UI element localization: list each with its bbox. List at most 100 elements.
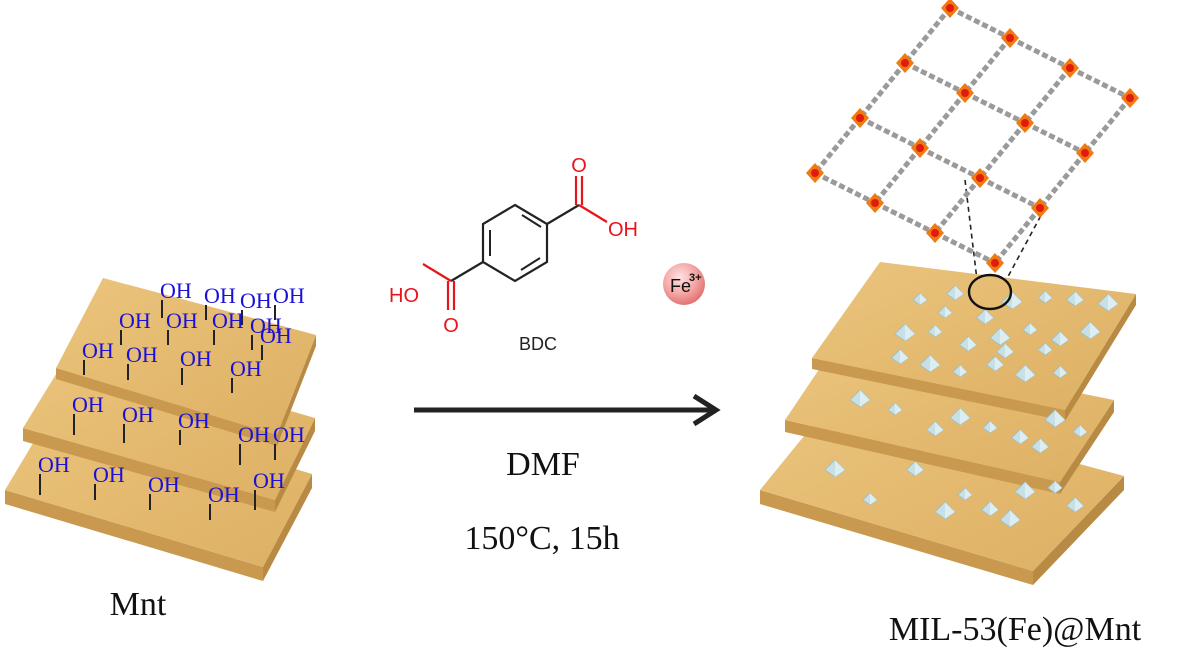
framework-link: [813, 170, 877, 206]
hydroxyl-group: OH: [122, 402, 154, 443]
framework-link: [978, 121, 1027, 180]
hydroxyl-label: OH: [273, 422, 305, 447]
crystal: [958, 335, 978, 352]
framework-link: [813, 116, 862, 175]
fe-ion: Fe 3+: [663, 263, 705, 305]
framework-node: [1016, 113, 1034, 133]
crystal: [985, 355, 1005, 372]
framework-link: [1083, 96, 1132, 155]
crystal: [1030, 437, 1050, 454]
conditions-label: 150°C, 15h: [464, 520, 619, 557]
crystal: [1072, 424, 1088, 438]
crystal: [989, 327, 1011, 346]
fe-symbol: Fe: [670, 276, 691, 296]
crystal: [949, 407, 971, 426]
hydroxyl-label: OH: [240, 288, 272, 313]
hydroxyl-label: OH: [238, 422, 270, 447]
framework-node: [1121, 88, 1139, 108]
hydroxyl-group: OH: [166, 308, 198, 345]
composite-stack: [760, 262, 1136, 585]
framework-node: [971, 168, 989, 188]
crystal: [982, 420, 998, 434]
hydroxyl-label: OH: [38, 452, 70, 477]
mil53-crystals: [824, 284, 1119, 528]
hydroxyl-label: OH: [122, 402, 154, 427]
crystal: [957, 487, 973, 501]
crystal: [1052, 365, 1068, 379]
hydroxyl-group: OH: [253, 468, 285, 510]
framework-link: [1038, 151, 1087, 210]
hydroxyl-label: OH: [204, 283, 236, 308]
framework-link: [903, 6, 952, 65]
crystal: [1065, 290, 1085, 307]
hydroxyl-group: OH: [208, 482, 240, 520]
bdc-oh-right: OH: [608, 219, 638, 241]
framework-node: [986, 253, 1004, 273]
hydroxyl-group: OH: [160, 278, 192, 318]
crystal: [1014, 481, 1036, 500]
hydroxyl-label: OH: [178, 408, 210, 433]
framework-node: [896, 53, 914, 73]
hydroxyl-group: OH: [178, 408, 210, 445]
hydroxyl-label: OH: [273, 283, 305, 308]
crystal: [890, 348, 910, 365]
framework-link: [933, 176, 982, 235]
crystal: [934, 501, 956, 520]
hydroxyl-label: OH: [260, 323, 292, 348]
framework-node: [1031, 198, 1049, 218]
framework-link: [1023, 66, 1072, 125]
crystal: [1014, 364, 1036, 383]
hydroxyl-group: OH: [240, 288, 272, 325]
bdc-ho-left: HO: [389, 285, 419, 307]
crystal: [980, 500, 1000, 517]
hydroxyl-label: OH: [208, 482, 240, 507]
bdc-oxygen-bottom: O: [443, 315, 459, 337]
crystal: [1001, 291, 1023, 310]
crystal: [1044, 409, 1066, 428]
hydroxyl-group: OH: [82, 338, 114, 375]
hydroxyl-label: OH: [250, 313, 282, 338]
framework-link: [1008, 35, 1072, 71]
hydroxyl-group: OH: [230, 356, 262, 393]
framework-link: [873, 146, 922, 205]
hydroxyl-label: OH: [126, 342, 158, 367]
hydroxyl-group: OH: [119, 308, 151, 345]
framework-link: [903, 60, 967, 96]
hydroxyl-label: OH: [180, 346, 212, 371]
mnt-sheet-top: [56, 278, 316, 446]
framework-link: [963, 90, 1027, 126]
hydroxyl-label: OH: [212, 308, 244, 333]
framework-node: [911, 138, 929, 158]
framework-link: [978, 175, 1042, 211]
framework-link: [873, 200, 937, 236]
hydroxyl-group: OH: [212, 308, 244, 345]
hydroxyl-label: OH: [253, 468, 285, 493]
crystal: [975, 308, 995, 325]
crystal: [919, 354, 941, 373]
framework-link: [858, 115, 922, 151]
bdc-oxygen-top: O: [571, 155, 587, 177]
hydroxyl-label: OH: [160, 278, 192, 303]
hydroxyl-group: OH: [93, 462, 125, 500]
hydroxyl-label: OH: [119, 308, 151, 333]
crystal: [1022, 322, 1038, 336]
crystal: [905, 460, 925, 477]
crystal: [952, 364, 968, 378]
hydroxyl-group: OH: [260, 323, 292, 360]
framework-node: [1076, 143, 1094, 163]
crystal: [1097, 293, 1119, 312]
hydroxyl-label: OH: [148, 472, 180, 497]
composite-label: MIL-53(Fe)@Mnt: [889, 611, 1142, 648]
framework-link: [1068, 65, 1132, 101]
framework-node: [941, 0, 959, 18]
reaction-arrow: [414, 393, 721, 427]
crystal: [945, 284, 965, 301]
bdc-structure: [422, 176, 608, 310]
crystal: [927, 324, 943, 338]
bdc-label: BDC: [519, 334, 557, 354]
hydroxyl-group: OH: [38, 452, 70, 495]
crystal: [1047, 480, 1063, 494]
